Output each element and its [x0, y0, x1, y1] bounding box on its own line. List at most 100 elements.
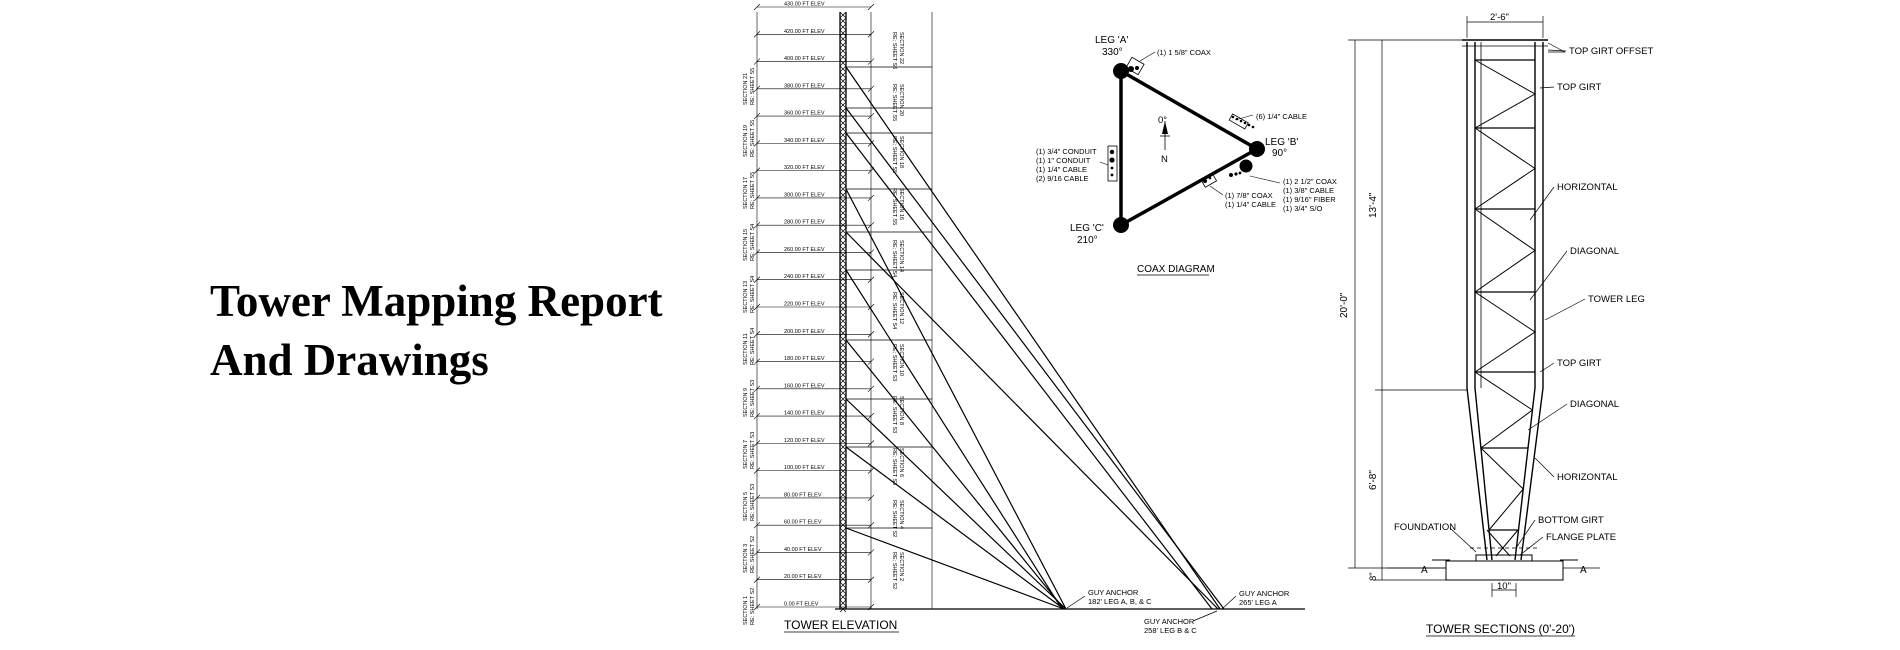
elevation-level-label: 180.00 FT ELEV	[784, 356, 825, 362]
dimension-tick	[753, 467, 761, 474]
elevation-level-label: 320.00 FT ELEV	[784, 165, 825, 171]
section-note-left: SECTION 9	[743, 388, 749, 417]
section-note-right: SECTION 6	[898, 448, 904, 477]
dimension-tick	[753, 412, 761, 420]
dimension-tick	[753, 576, 761, 583]
section-note-left: SECTION 3	[743, 544, 749, 573]
leg-b-degrees: 90°	[1272, 148, 1287, 159]
lattice-brace	[839, 545, 847, 553]
dimension-tick	[753, 440, 761, 447]
section-diagonal	[1474, 59, 1537, 129]
dimension-tick	[753, 58, 761, 65]
section-note-right: SECTION 12	[898, 292, 904, 324]
section-note-right-ref: RE: SHEET S5	[891, 136, 897, 173]
lattice-brace	[839, 317, 847, 325]
section-label-leader	[1544, 298, 1586, 321]
lattice-brace	[839, 353, 847, 361]
lattice-brace	[839, 413, 847, 421]
dimension-tick	[867, 331, 875, 338]
section-note-left-ref: RE: SHEET S2	[750, 536, 756, 573]
guy-wires	[845, 66, 1225, 610]
coax-note-left-line: (1) 1/4" CABLE	[1036, 165, 1087, 174]
section-label-leader	[1519, 536, 1544, 556]
section-diagonal	[1474, 127, 1536, 210]
section-mark-left: A	[1421, 565, 1428, 576]
section-label-leader	[1539, 362, 1555, 373]
coax-note-left-line: (1) 3/4" CONDUIT	[1036, 147, 1097, 156]
lattice-brace	[839, 137, 847, 145]
section-note-right-ref: RE: SHEET S4	[891, 292, 897, 329]
lattice-brace	[839, 281, 847, 289]
lattice-brace	[839, 185, 847, 193]
lattice-brace	[839, 341, 847, 349]
dimension-tick	[867, 358, 875, 365]
elevation-level-label: 80.00 FT ELEV	[784, 492, 822, 498]
coax-frame	[1099, 51, 1281, 228]
section-legs	[1462, 39, 1548, 561]
section-label-leader	[1547, 49, 1567, 52]
coax-note-leg-a: (1) 1 5/8" COAX	[1157, 48, 1211, 57]
dim-base-height: 8"	[1368, 572, 1379, 581]
elevation-level-label: 300.00 FT ELEV	[784, 192, 825, 198]
tower-sections: 2'-6" 20'-0" 13'-4" 6'-8" 8" 10" A A FOU…	[1339, 12, 1653, 637]
section-diagonal	[1474, 208, 1536, 293]
lattice-brace	[839, 575, 847, 583]
dimension-tick	[867, 494, 875, 502]
dimension-tick	[753, 167, 761, 174]
lattice-brace	[839, 563, 847, 571]
lattice-brace	[839, 263, 847, 271]
lattice-brace	[839, 347, 847, 355]
coax-note-bc-line: (1) 7/8" COAX	[1225, 191, 1273, 200]
section-note-left: SECTION 1	[743, 596, 749, 625]
section-note-right: SECTION 10	[898, 344, 904, 376]
dimension-tick	[753, 112, 761, 120]
elevation-level-label: 20.00 FT ELEV	[784, 574, 822, 580]
section-diagonal	[1486, 529, 1511, 557]
dim-upper-height: 13'-4"	[1368, 192, 1379, 218]
coax-note-leg-b-line: (1) 3/4" S/O	[1283, 204, 1323, 213]
coax-note-leg-b-line: (1) 2 1/2" COAX	[1283, 177, 1337, 186]
dimension-tick	[867, 112, 875, 120]
lattice-brace	[839, 233, 847, 241]
section-note-left-ref: RE: SHEET S5	[750, 172, 756, 209]
section-label: DIAGONAL	[1570, 399, 1619, 410]
lattice-brace	[839, 161, 847, 169]
section-note-left-ref: RE: SHEET S4	[750, 224, 756, 261]
leg-b-label: LEG 'B'	[1265, 137, 1298, 148]
section-label-leader	[1534, 457, 1555, 478]
lattice-brace	[839, 191, 847, 199]
lattice-brace	[839, 113, 847, 121]
lattice-brace	[839, 41, 847, 49]
dim-plate-width: 10"	[1497, 581, 1511, 592]
coax-note-leg-b-line: (1) 9/16" FIBER	[1283, 195, 1336, 204]
lattice-brace	[839, 209, 847, 217]
lattice-brace	[839, 371, 847, 379]
dimension-tick	[867, 3, 875, 11]
section-note-right: SECTION 8	[898, 396, 904, 425]
section-label: TOP GIRT	[1557, 358, 1602, 369]
dimension-tick	[753, 249, 761, 256]
lattice-brace	[839, 407, 847, 415]
section-note-right-ref: RE: SHEET S3	[891, 448, 897, 485]
lattice-brace	[839, 467, 847, 475]
section-diagonals	[1474, 59, 1537, 557]
lattice-brace	[839, 149, 847, 157]
section-diagonal	[1480, 447, 1524, 531]
guy-wire	[845, 527, 1065, 610]
lattice-brace	[839, 275, 847, 283]
coax-note-left-line: (1) 1" CONDUIT	[1036, 156, 1091, 165]
elevation-level-label: 60.00 FT ELEV	[784, 520, 822, 526]
elevation-level-label: 160.00 FT ELEV	[784, 383, 825, 389]
dim-top-width: 2'-6"	[1490, 12, 1509, 23]
dimension-tick	[753, 221, 761, 229]
lattice-brace	[839, 257, 847, 265]
section-diagonal	[1495, 529, 1519, 557]
section-leaders	[1449, 49, 1586, 556]
foundation-leader	[1449, 527, 1477, 553]
section-note-left-ref: RE: SHEET S3	[750, 380, 756, 417]
mast-lattice	[839, 11, 847, 613]
dimension-tick	[867, 85, 875, 93]
